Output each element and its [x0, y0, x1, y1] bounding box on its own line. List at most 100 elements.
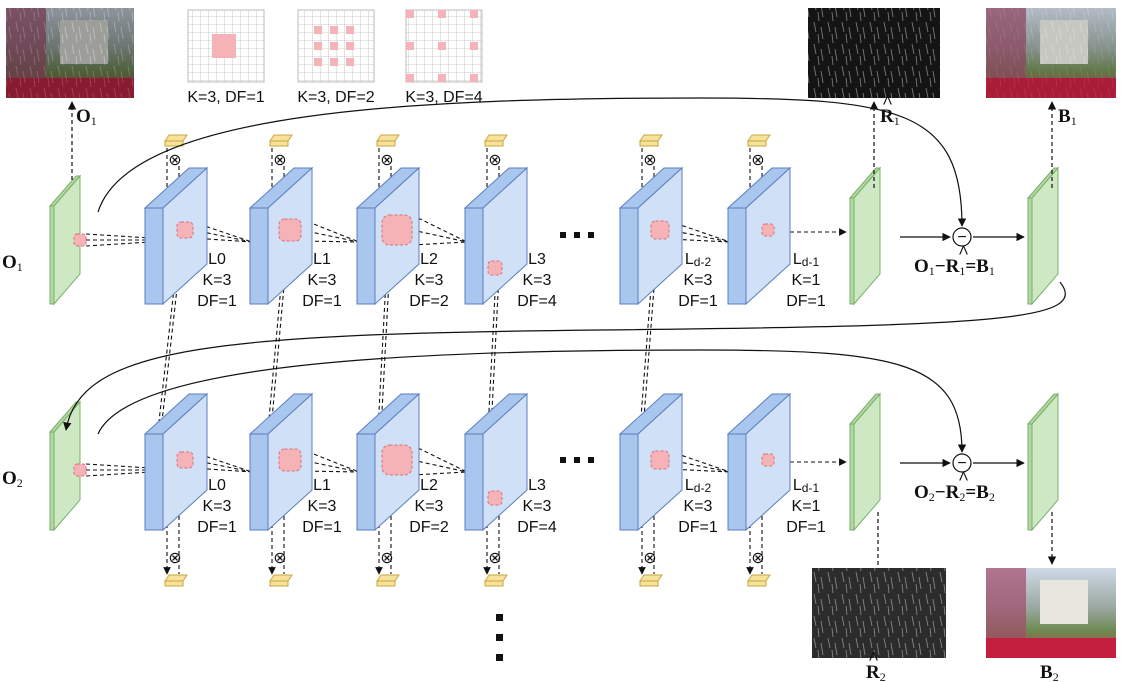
stage1-layer-0-df: DF=1 — [197, 293, 237, 310]
ellipsis-horizontal-2 — [560, 457, 594, 463]
stage2-rain-map — [848, 392, 882, 532]
stage2-gate-2 — [376, 574, 400, 587]
stage1-layer-2-k: K=3 — [415, 272, 444, 289]
stage1-layer-4-df: DF=1 — [678, 293, 718, 310]
stage1-layer-4-k: K=3 — [684, 272, 713, 289]
stage1-input-map — [48, 174, 82, 306]
stage1-layer-0-kernel — [176, 221, 194, 239]
stage1-layer-3-df: DF=4 — [517, 293, 557, 310]
stage1-layer-4-kernel — [650, 220, 670, 240]
photo-rainy-input — [6, 8, 134, 98]
stage2-layer-4-kernel — [650, 450, 670, 470]
stage1-layer-2-df: DF=2 — [409, 293, 449, 310]
stage1-layer-2-kernel — [381, 214, 413, 246]
stage2-background-map — [1026, 392, 1060, 532]
stage1-layer-3-name: L3 — [528, 251, 546, 268]
stage1-layer-3-k: K=3 — [523, 272, 552, 289]
stage2-minus-node: − — [952, 453, 972, 473]
stage1-gate-0 — [164, 134, 188, 147]
stage2-layer-1-k: K=3 — [308, 498, 337, 515]
stage1-layer-1-kernel — [278, 218, 302, 242]
stage2-layer-4-k: K=3 — [684, 498, 713, 515]
stage1-layer-5-df: DF=1 — [786, 293, 826, 310]
stage1-multiply-4: ⊗ — [643, 152, 656, 169]
stage2-layer-0-df: DF=1 — [197, 519, 237, 536]
stage1-rain-label: R1 — [880, 106, 900, 128]
stage2-equation-hat: ^ — [958, 468, 969, 489]
stage2-input-label: O2 — [2, 468, 23, 490]
stage1-layer-4-name: Ld-2 — [685, 251, 712, 269]
stage1-rain-map — [848, 166, 882, 306]
stage2-layer-2-df: DF=2 — [409, 519, 449, 536]
stage1-layer-3-kernel — [487, 260, 503, 276]
stage1-multiply-2: ⊗ — [380, 152, 393, 169]
stage2-multiply-5: ⊗ — [751, 550, 764, 567]
stage1-layer-block-0 — [143, 166, 209, 306]
stage2-input-kernel — [73, 463, 87, 477]
stage1-gate-3 — [484, 134, 508, 147]
stage2-gate-4 — [639, 574, 663, 587]
stage2-layer-1-df: DF=1 — [302, 519, 342, 536]
stage1-bg-label: B1 — [1058, 106, 1077, 128]
stage1-multiply-1: ⊗ — [273, 152, 286, 169]
stage2-gate-5 — [747, 574, 771, 587]
stage1-gate-1 — [269, 134, 293, 147]
ellipsis-horizontal-1 — [560, 232, 594, 238]
stage1-arrows — [63, 97, 1066, 431]
stage1-input-label: O1 — [2, 252, 23, 274]
layer-blocks — [48, 134, 1060, 587]
stage1-equation: O1−R1=B1 — [914, 256, 995, 278]
stage2-layer-2-kernel — [381, 444, 413, 476]
stage2-equation: O2−R2=B2 — [914, 482, 995, 504]
stage2-layer-3-df: DF=4 — [517, 519, 557, 536]
stage2-layer-3-k: K=3 — [523, 498, 552, 515]
stage2-layer-block-4 — [618, 392, 684, 532]
stage1-multiply-5: ⊗ — [751, 152, 764, 169]
stage1-layer-0-k: K=3 — [203, 272, 232, 289]
stage2-arrows — [97, 349, 1057, 566]
stage1-multiply-3: ⊗ — [488, 152, 501, 169]
ellipsis-vertical — [496, 614, 503, 661]
stage2-layer-2-k: K=3 — [415, 498, 444, 515]
stage1-layer-2-name: L2 — [420, 251, 438, 268]
stage1-layer-5-k: K=1 — [792, 272, 821, 289]
stage1-rain-hat: ^ — [882, 92, 893, 113]
connections — [85, 148, 847, 575]
photo-background-1 — [986, 8, 1116, 98]
stage2-gate-0 — [164, 574, 188, 587]
stage2-multiply-1: ⊗ — [273, 550, 286, 567]
stage2-layer-0-kernel — [176, 451, 194, 469]
dilation-caption-1: K=3, DF=1 — [187, 89, 264, 106]
photo-background-2 — [986, 568, 1116, 658]
stage1-layer-block-3 — [463, 166, 529, 306]
stage2-layer-3-kernel — [487, 490, 503, 506]
stage2-multiply-2: ⊗ — [380, 550, 393, 567]
stage2-layer-5-k: K=1 — [792, 498, 821, 515]
photo-rain-streak-1 — [808, 8, 940, 98]
photo-rain-streak-2 — [812, 568, 946, 658]
stage1-layer-block-5 — [726, 166, 792, 306]
stage2-layer-4-name: Ld-2 — [685, 477, 712, 495]
stage1-top-output-label: O1 — [76, 106, 97, 128]
stage1-gate-4 — [639, 134, 663, 147]
stage2-multiply-4: ⊗ — [643, 550, 656, 567]
stage1-input-kernel — [73, 233, 87, 247]
stage1-layer-1-name: L1 — [313, 251, 331, 268]
stage1-multiply-0: ⊗ — [168, 152, 181, 169]
stage2-bg-label: B2 — [1040, 662, 1059, 682]
stage2-gate-3 — [484, 574, 508, 587]
stage2-rain-label: R2 — [866, 662, 886, 682]
dilation-grid-df4 — [405, 9, 483, 83]
stage2-layer-5-df: DF=1 — [786, 519, 826, 536]
dilation-caption-2: K=3, DF=2 — [297, 89, 374, 106]
stage2-layer-1-kernel — [278, 448, 302, 472]
stage2-gate-1 — [269, 574, 293, 587]
dilation-caption-3: K=3, DF=4 — [405, 89, 482, 106]
stage2-layer-1-name: L1 — [313, 477, 331, 494]
stage2-layer-2-name: L2 — [420, 477, 438, 494]
stage1-layer-0-name: L0 — [208, 251, 226, 268]
stage1-layer-1-df: DF=1 — [302, 293, 342, 310]
stage1-background-map — [1026, 166, 1060, 306]
stage1-gate-5 — [747, 134, 771, 147]
